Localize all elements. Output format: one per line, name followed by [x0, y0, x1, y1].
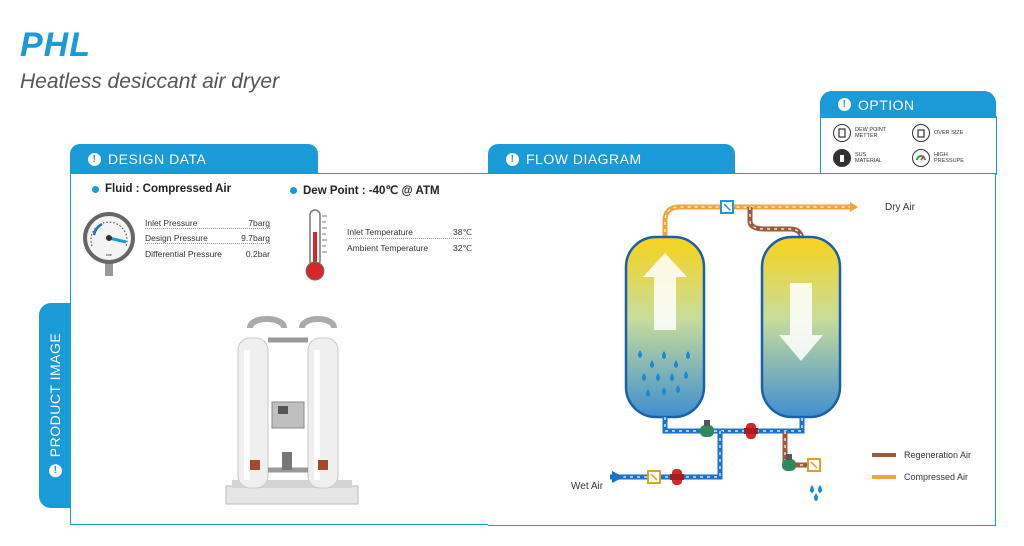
tab-design-data[interactable]: ! DESIGN DATA	[70, 144, 318, 174]
solenoid-valve-icon	[744, 423, 758, 439]
legend-label: Regeneration Air	[904, 450, 972, 460]
page-title: PHL	[20, 26, 91, 64]
muffler-icon	[807, 458, 821, 472]
dew-point-text: Dew Point : -40℃ @ ATM	[303, 185, 440, 197]
info-icon: !	[48, 464, 62, 478]
spec-label: Ambient Temperature	[347, 243, 429, 253]
info-icon: !	[88, 152, 101, 166]
fluid-text: Fluid : Compressed Air	[105, 183, 232, 195]
dry-air-label: Dry Air	[885, 202, 915, 213]
option-label-line1: HIGH	[934, 152, 948, 158]
fluid-label: Fluid : Compressed Air	[92, 183, 231, 195]
spec-value: 0.2bar	[245, 249, 270, 259]
exhaust-valve-icon	[782, 454, 796, 471]
spec-label: Inlet Pressure	[145, 218, 198, 228]
legend-swatch	[872, 475, 896, 479]
downflow-arrow	[779, 283, 823, 361]
spec-row-inlet-pressure: Inlet Pressure 7barg	[145, 218, 270, 229]
tab-option-label: OPTION	[858, 96, 915, 113]
tab-flow-diagram[interactable]: ! FLOW DIAGRAM	[488, 144, 735, 174]
spec-label: Differential Pressure	[145, 249, 222, 259]
high-pressure-icon	[912, 149, 930, 167]
pressure-gauge-icon: bar	[83, 212, 135, 276]
option-label-line1: DEW POINT	[855, 127, 887, 133]
option-label-line1: OVER SIZE	[934, 130, 964, 136]
inlet-valve-icon	[670, 469, 684, 485]
info-icon: !	[506, 152, 519, 166]
svg-text:bar: bar	[106, 252, 112, 257]
spec-value: 9.7barg	[241, 233, 270, 243]
spec-value: 32℃	[452, 243, 472, 253]
tab-product-image[interactable]: ! PRODUCT IMAGE	[39, 303, 71, 508]
filter-icon	[647, 470, 661, 484]
wet-air-label: Wet Air	[571, 481, 604, 492]
spec-label: Design Pressure	[145, 233, 208, 243]
upflow-arrow	[643, 253, 687, 330]
option-label-line2: METTER	[855, 133, 878, 139]
product-illustration	[225, 316, 359, 505]
spec-row-inlet-temperature: Inlet Temperature 38℃	[347, 227, 472, 239]
tab-product-image-label: PRODUCT IMAGE	[47, 332, 63, 458]
legend-regeneration-air: Regeneration Air	[872, 450, 971, 460]
spec-value: 7barg	[248, 218, 270, 228]
legend-compressed-air: Compressed Air	[872, 472, 968, 482]
spec-row-differential-pressure: Differential Pressure 0.2bar	[145, 249, 270, 259]
drain-droplets-icon	[810, 485, 822, 501]
over-size-icon	[912, 124, 930, 142]
sus-material-icon	[833, 149, 851, 167]
spec-value: 38℃	[452, 227, 472, 237]
tab-design-data-label: DESIGN DATA	[108, 151, 207, 167]
dew-point-label: Dew Point : -40℃ @ ATM	[290, 183, 440, 197]
info-icon: !	[838, 98, 851, 111]
tab-flow-diagram-label: FLOW DIAGRAM	[526, 151, 642, 167]
spec-row-design-pressure: Design Pressure 9.7barg	[145, 233, 270, 244]
spec-row-ambient-temperature: Ambient Temperature 32℃	[347, 243, 472, 254]
flow-diagram	[610, 200, 858, 501]
option-label-line1: SUS	[855, 152, 867, 158]
page-subtitle: Heatless desiccant air dryer	[20, 70, 280, 93]
tab-option[interactable]: ! OPTION	[820, 91, 996, 118]
legend-swatch	[872, 453, 896, 457]
option-item-over-size: OVER SIZE	[912, 124, 963, 142]
flow-diagram-panel	[488, 173, 996, 526]
compressed-air-pipe	[662, 204, 850, 239]
option-label-line2: MATERIAL	[855, 158, 883, 164]
check-valve-icon	[700, 420, 714, 437]
option-label-line2: PRESSUPE	[934, 158, 964, 164]
legend-label: Compressed Air	[904, 472, 969, 482]
dew-point-meter-icon	[833, 124, 851, 142]
moisture-droplets-icon	[638, 350, 690, 397]
spec-label: Inlet Temperature	[347, 227, 413, 237]
thermometer-icon	[305, 209, 327, 281]
